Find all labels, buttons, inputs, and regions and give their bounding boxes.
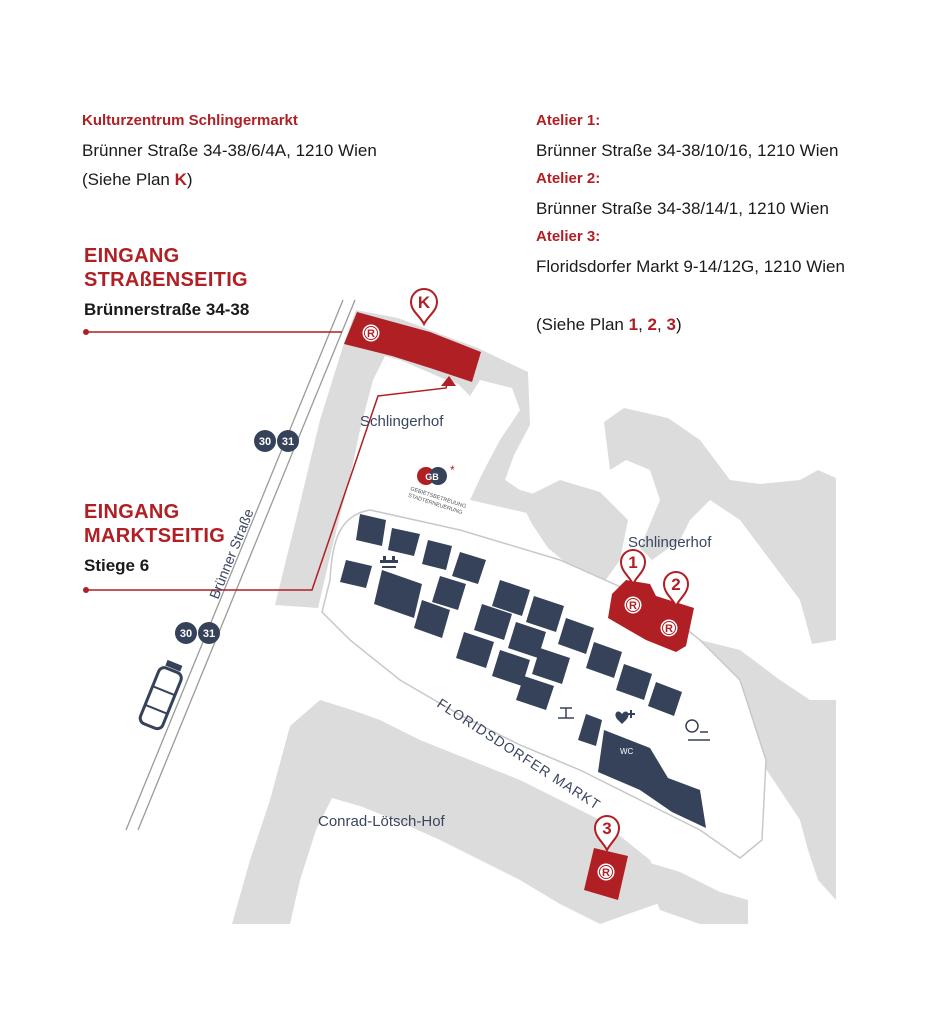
market-stalls <box>340 514 706 828</box>
label-schlingerhof-east: Schlingerhof <box>628 534 712 551</box>
wc-building <box>598 730 706 828</box>
atelier3-title: Atelier 3: <box>536 228 601 245</box>
tram-line-label: 31 <box>203 628 215 640</box>
entrance-market-line2: MARKTSEITIG <box>84 525 226 547</box>
market-stall <box>578 714 602 746</box>
entrance-market-address: Stiege 6 <box>84 556 150 575</box>
r-logo-icon: R <box>624 596 642 614</box>
picnic-bench-icon <box>380 556 398 568</box>
tram-line-label: 31 <box>282 436 294 448</box>
svg-text:R: R <box>629 600 637 612</box>
atelier-plan-prefix: (Siehe Plan <box>536 315 629 334</box>
first-aid-icon <box>615 710 635 724</box>
label-schlingerhof-west: Schlingerhof <box>360 413 444 430</box>
atelier1-title: Atelier 1: <box>536 112 601 129</box>
atelier-3-pin-icon: 3 <box>593 815 621 853</box>
market-stall <box>356 514 386 546</box>
entrance-street-line2: STRAßENSEITIG <box>84 269 248 291</box>
kulturzentrum-address: Brünner Straße 34-38/6/4A, 1210 Wien <box>82 141 377 160</box>
gb-text: GEBIETSBETREUUNG STADTERNEUERUNG <box>407 486 467 516</box>
tram-tracks <box>125 299 356 831</box>
svg-text:GB: GB <box>425 472 439 482</box>
market-stall <box>532 648 570 684</box>
entrance-arrow-icon <box>441 376 456 386</box>
market-stall <box>474 604 512 640</box>
tram-line-label: 30 <box>180 628 192 640</box>
svg-text:3: 3 <box>602 819 611 838</box>
atelier-plan-suffix: ) <box>675 315 682 334</box>
label-conrad-loetsch-hof: Conrad-Lötsch-Hof <box>318 813 446 830</box>
entrance-street-dot <box>83 329 89 335</box>
atelier-plan-n2: 2 <box>647 315 658 334</box>
entrance-market-dot <box>83 587 89 593</box>
r-logo-icon: R <box>362 324 380 342</box>
market-stall <box>374 570 422 618</box>
entrance-market-line1: EINGANG <box>84 501 180 523</box>
market-stall <box>616 664 652 700</box>
market-stall <box>422 540 452 570</box>
svg-text:2: 2 <box>671 575 680 594</box>
entrance-street-line1: EINGANG <box>84 245 180 267</box>
svg-text:1: 1 <box>628 553 637 572</box>
atelier-plan-ref: (Siehe Plan 1, 2, 3) <box>536 315 682 335</box>
atelier-plan-sep1: , <box>638 315 648 334</box>
tram-icon <box>138 659 183 731</box>
market-stall <box>432 576 466 610</box>
atelier-plan-n3: 3 <box>666 315 676 334</box>
svg-text:R: R <box>367 328 375 340</box>
atelier1-address: Brünner Straße 34-38/10/16, 1210 Wien <box>536 141 839 160</box>
market-stall <box>456 632 494 668</box>
atelier2-title: Atelier 2: <box>536 170 601 187</box>
entrance-street-address: Brünnerstraße 34-38 <box>84 300 250 319</box>
market-stall <box>492 650 530 686</box>
market-stall <box>492 580 530 616</box>
atelier-2-pin-icon: 2 <box>662 571 690 609</box>
atelier-plan-sep2: , <box>657 315 667 334</box>
market-stall <box>516 676 554 710</box>
market-stall <box>648 682 682 716</box>
tram-stop-icon-bottom: 30 31 <box>175 622 220 644</box>
svg-text:R: R <box>665 623 673 635</box>
r-logo-icon: R <box>660 619 678 637</box>
gb-logo-icon: GB * <box>417 463 455 485</box>
entrance-street-heading: EINGANG STRAßENSEITIG <box>84 244 248 292</box>
market-stall <box>558 618 594 654</box>
seating-icon <box>685 719 710 741</box>
market-stall <box>508 622 546 658</box>
atelier-plan-n1: 1 <box>628 315 639 334</box>
k-pin-icon: K <box>409 288 439 327</box>
wc-label: WC <box>620 747 634 756</box>
svg-text:*: * <box>450 463 455 477</box>
tram-stop-icon-top: 30 31 <box>254 430 299 452</box>
market-stall <box>414 600 450 638</box>
market-stall <box>452 552 486 584</box>
svg-text:K: K <box>418 293 431 312</box>
r-logo-icon: R <box>597 863 615 881</box>
atelier3-address: Floridsdorfer Markt 9-14/12G, 1210 Wien <box>536 257 845 276</box>
market-stall <box>586 642 622 678</box>
market-stall <box>340 560 372 588</box>
market-stall <box>526 596 564 632</box>
plan-ref-suffix: ) <box>186 170 193 189</box>
kulturzentrum-title: Kulturzentrum Schlingermarkt <box>82 112 298 129</box>
playground-icon <box>558 707 574 719</box>
entrance-market-heading: EINGANG MARKTSEITIG <box>84 500 225 548</box>
market-stall <box>388 528 420 556</box>
svg-text:R: R <box>602 867 610 879</box>
atelier2-address: Brünner Straße 34-38/14/1, 1210 Wien <box>536 199 829 218</box>
kulturzentrum-plan-ref: (Siehe Plan K) <box>82 170 193 190</box>
atelier-1-pin-icon: 1 <box>619 549 647 587</box>
plan-ref-prefix: (Siehe Plan <box>82 170 175 189</box>
plan-ref-letter: K <box>174 170 187 189</box>
tram-line-label: 30 <box>259 436 271 448</box>
